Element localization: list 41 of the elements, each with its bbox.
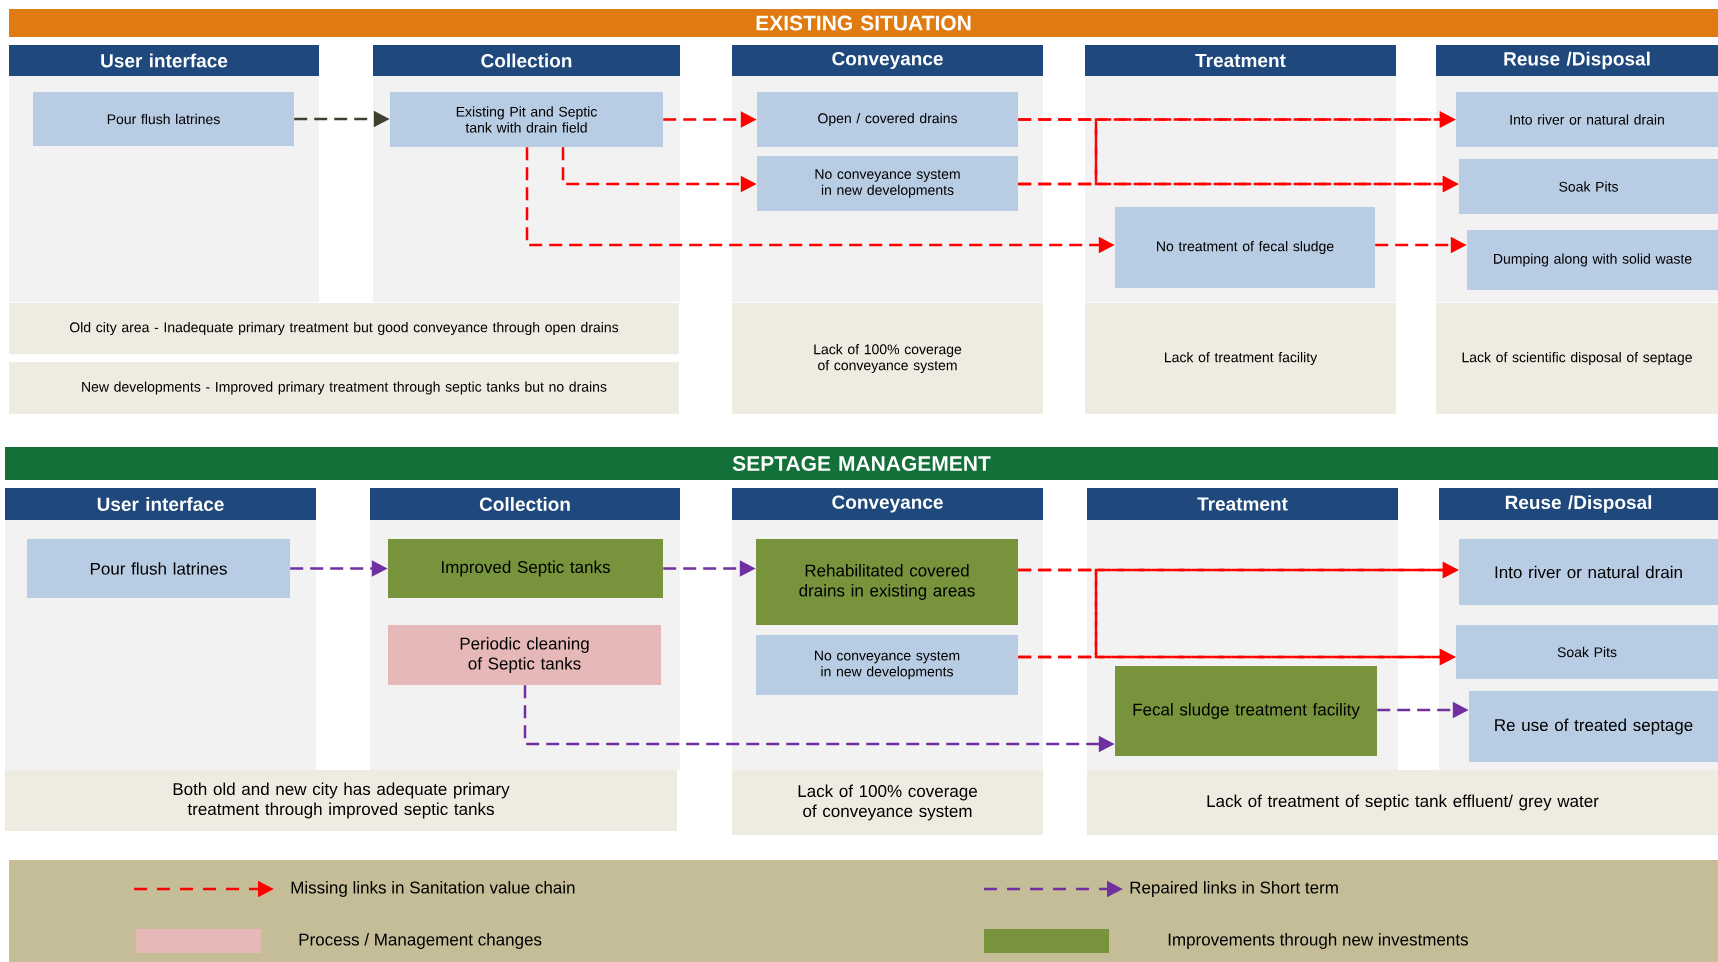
column-header: Treatment: [1087, 488, 1398, 520]
column-header: Conveyance: [732, 488, 1043, 520]
legend-label: Missing links in Sanitation value chain: [291, 881, 575, 897]
note-box: Both old and new city has adequate primary treatment through improved septic tanks: [5, 770, 677, 831]
column-header: User interface: [5, 488, 316, 520]
process-box: No conveyance system in new developments: [756, 635, 1018, 695]
process-box: Existing Pit and Septic tank with drain field: [390, 92, 663, 147]
process-box: Open / covered drains: [757, 92, 1018, 147]
legend-label: Repaired links in Short term: [1130, 881, 1338, 897]
section-banner: SEPTAGE MANAGEMENT: [5, 447, 1718, 480]
note-box: Old city area - Inadequate primary treatment but good conveyance through open drains: [9, 303, 679, 354]
legend-label: Process / Management changes: [299, 933, 542, 949]
legend-label: Improvements through new investments: [1168, 933, 1468, 949]
column-header: User interface: [9, 45, 319, 76]
process-box: Improved Septic tanks: [388, 539, 663, 598]
process-box: Periodic cleaning of Septic tanks: [388, 625, 661, 685]
process-box: Re use of treated septage: [1469, 691, 1718, 762]
note-box: Lack of 100% coverage of conveyance system: [732, 770, 1043, 835]
column-header: Treatment: [1085, 45, 1396, 76]
note-box: Lack of treatment facility: [1085, 303, 1396, 414]
process-box: Fecal sludge treatment facility: [1115, 666, 1377, 756]
process-box: Pour flush latrines: [33, 92, 294, 146]
note-box: Lack of treatment of septic tank effluent/ grey water: [1087, 770, 1718, 835]
note-box: Lack of scientific disposal of septage: [1436, 303, 1718, 414]
section-banner: EXISTING SITUATION: [9, 9, 1718, 37]
process-box: Dumping along with solid waste: [1467, 230, 1718, 290]
process-box: Soak Pits: [1459, 159, 1718, 214]
process-box: Into river or natural drain: [1456, 92, 1718, 147]
process-box: Soak Pits: [1456, 625, 1718, 679]
column-header: Reuse /Disposal: [1436, 45, 1718, 76]
column-header: Collection: [373, 45, 680, 76]
process-box: No treatment of fecal sludge: [1115, 207, 1375, 288]
process-box: No conveyance system in new developments: [757, 156, 1018, 211]
process-box: Rehabilitated covered drains in existing areas: [756, 539, 1018, 625]
column-header: Collection: [370, 488, 680, 520]
column-header: Reuse /Disposal: [1439, 488, 1718, 520]
process-box: Into river or natural drain: [1459, 539, 1718, 605]
note-box: Lack of 100% coverage of conveyance system: [732, 303, 1043, 414]
process-box: Pour flush latrines: [27, 539, 290, 598]
note-box: New developments - Improved primary treatment through septic tanks but no drains: [9, 362, 679, 414]
column-header: Conveyance: [732, 45, 1043, 76]
